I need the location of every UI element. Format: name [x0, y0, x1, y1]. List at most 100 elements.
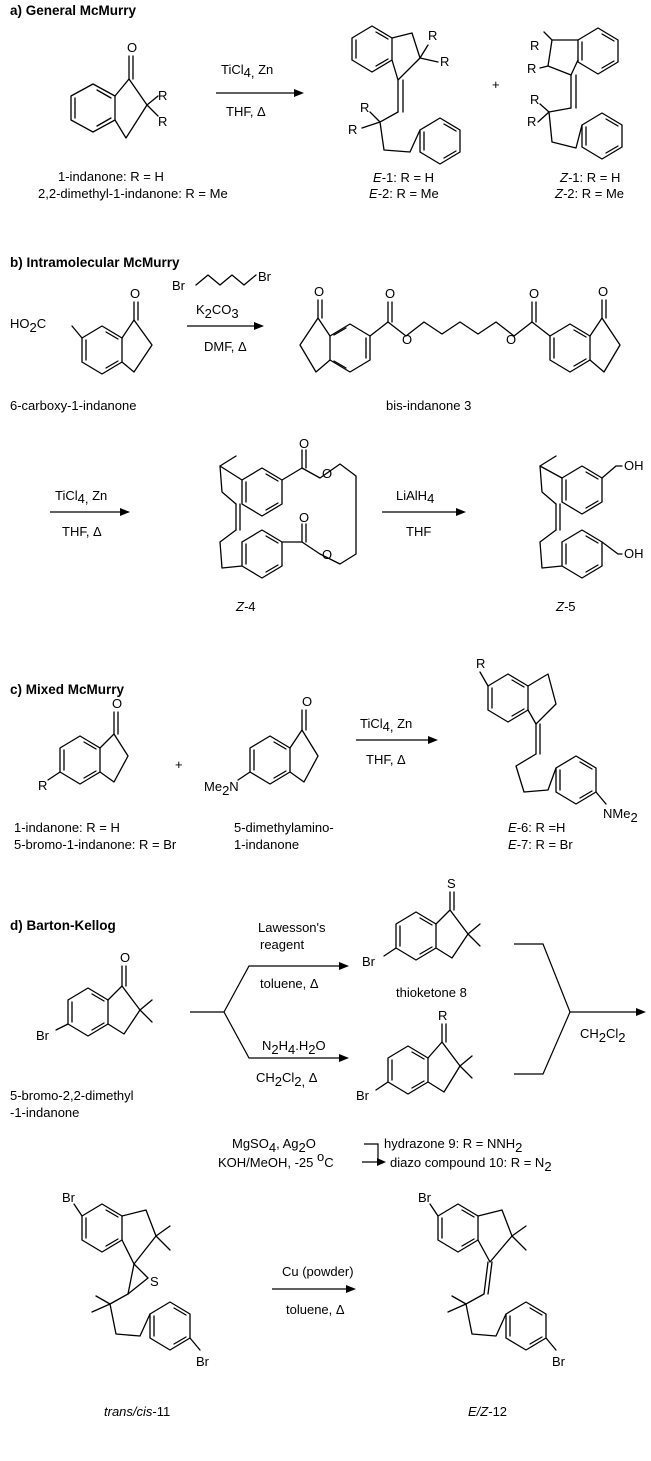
section-a-z-r-2: R: [527, 61, 536, 76]
section-c: c) Mixed McMurry O R + O Me2N: [10, 656, 638, 852]
section-a-e-r-1: R: [428, 28, 437, 43]
section-b-oxo-3: O: [385, 286, 395, 301]
section-d-title: d) Barton-Kellog: [10, 918, 116, 933]
section-a-sm-label-1: 1-indanone: R = H: [58, 169, 164, 184]
section-d-ox-arrow-bend: [364, 1143, 379, 1162]
section-d-branch-upper: [223, 965, 343, 1013]
section-c-label-4: 1-indanone: [234, 837, 299, 852]
section-b-oxo-6: O: [529, 286, 539, 301]
section-b-sm-label: 6-carboxy-1-indanone: [10, 398, 136, 413]
section-b-reagent-1: K2CO3: [196, 302, 239, 321]
section-d-br-4: Br: [62, 1190, 76, 1205]
section-c-e7-label: E-7: R = Br: [508, 837, 573, 852]
section-d-br-2: Br: [362, 954, 376, 969]
section-d-merge-cond: CH2Cl2: [580, 1026, 626, 1045]
section-d-br-6: Br: [418, 1190, 432, 1205]
section-c-reagent: TiCl4, Zn: [360, 716, 412, 734]
section-d-lower-cond: CH2Cl2, Δ: [256, 1070, 318, 1089]
section-b-conditions-2: THF, Δ: [62, 524, 102, 539]
section-d-thiirane-structure: [73, 1203, 201, 1351]
section-c-dma-indanone-structure: [237, 709, 319, 785]
section-d-upper-reagent-2: reagent: [260, 937, 304, 952]
section-a-conditions: THF, Δ: [226, 104, 266, 119]
section-c-product-structure: [479, 671, 607, 805]
section-b-dibromopentane-structure: [195, 274, 257, 286]
section-b: b) Intramolecular McMurry HO2C O Br Br K…: [10, 255, 644, 614]
section-d-diazo-label: diazo compound 10: R = N2: [390, 1155, 552, 1174]
section-d-br-5: Br: [196, 1354, 210, 1369]
section-a-indanone-structure: [70, 55, 159, 139]
section-c-indanone-structure: [47, 711, 129, 785]
section-d-lower-reagent: N2H4.H2O: [262, 1038, 326, 1057]
section-d-s-2: S: [150, 1274, 159, 1289]
section-b-oh-1: OH: [624, 458, 644, 473]
section-b-ho2c: HO2C: [10, 316, 46, 335]
section-d-final-reagent: Cu (powder): [282, 1264, 354, 1279]
section-d: d) Barton-Kellog O Br 5-bromo-2,2-dimeth…: [10, 876, 646, 1419]
section-c-nme2: NMe2: [603, 806, 638, 825]
section-b-z4-label: Z-4: [235, 599, 256, 614]
section-a-z-r-1: R: [530, 38, 539, 53]
section-d-ez-label: E/Z-12: [468, 1404, 507, 1419]
section-a: a) General McMurry O R R TiCl4, Zn THF, …: [10, 3, 624, 201]
section-a-plus: +: [492, 77, 500, 92]
section-b-title: b) Intramolecular McMurry: [10, 255, 180, 270]
section-d-hydrazone-structure: [375, 1023, 473, 1095]
section-b-z4-oxo-3: O: [299, 510, 309, 525]
section-b-oxo-2: O: [314, 284, 324, 299]
section-b-reagent-2: TiCl4, Zn: [55, 488, 107, 506]
section-d-r-1: R: [438, 1008, 447, 1023]
section-b-br-1: Br: [172, 278, 186, 293]
section-a-sm-label-2: 2,2-dimethyl-1-indanone: R = Me: [38, 186, 228, 201]
section-b-product-label: bis-indanone 3: [386, 398, 471, 413]
section-b-carboxy-indanone-structure: [71, 301, 153, 375]
section-b-z4-oxo-4: O: [322, 547, 332, 562]
section-d-merge-bracket: [514, 943, 571, 1075]
section-b-z5-label: Z-5: [555, 599, 576, 614]
section-c-title: c) Mixed McMurry: [10, 682, 125, 697]
section-d-final-cond: toluene, Δ: [286, 1302, 345, 1317]
section-a-z1-label: Z-1: R = H: [559, 170, 620, 185]
section-c-plus: +: [175, 757, 183, 772]
section-d-br-3: Br: [356, 1088, 370, 1103]
section-c-label-1: 1-indanone: R = H: [14, 820, 120, 835]
section-a-reagent: TiCl4, Zn: [221, 62, 273, 80]
section-a-e-r-4: R: [348, 122, 357, 137]
section-d-thioketone-structure: [383, 891, 481, 961]
section-b-z5-structure: [539, 455, 623, 579]
section-c-product-r: R: [476, 656, 485, 671]
section-b-oh-2: OH: [624, 546, 644, 561]
section-c-e6-label: E-6: R =H: [508, 820, 565, 835]
section-a-oxo-label: O: [127, 40, 137, 55]
section-d-br-1: Br: [36, 1028, 50, 1043]
section-d-thioketone-label: thioketone 8: [396, 985, 467, 1000]
section-a-z2-label: Z-2: R = Me: [554, 186, 624, 201]
section-d-hydrazone-label: hydrazone 9: R = NNH2: [384, 1136, 522, 1155]
section-c-label-3: 5-dimethylamino-: [234, 820, 334, 835]
section-d-oxo-1: O: [120, 950, 130, 965]
section-b-oxo-1: O: [130, 286, 140, 301]
section-d-upper-reagent-1: Lawesson's: [258, 920, 326, 935]
section-a-e1-label: E-1: R = H: [373, 170, 434, 185]
section-b-br-2: Br: [258, 269, 272, 284]
section-d-branch-lower: [223, 1011, 343, 1059]
section-d-alkene-structure: [429, 1203, 557, 1351]
section-a-title: a) General McMurry: [10, 3, 137, 18]
section-c-oxo-1: O: [112, 696, 122, 711]
section-d-trans-cis-label: trans/cis-11: [104, 1404, 170, 1419]
section-b-conditions-1: DMF, Δ: [204, 339, 247, 354]
section-a-z-r-4: R: [527, 114, 536, 129]
section-b-conditions-3: THF: [406, 524, 431, 539]
section-a-z-product-structure: [537, 27, 623, 160]
section-b-z4-oxo-1: O: [299, 436, 309, 451]
section-b-z4-structure: [219, 449, 357, 579]
section-b-bis-indanone-structure: [299, 299, 621, 373]
section-c-conditions: THF, Δ: [366, 752, 406, 767]
section-c-r-1: R: [38, 778, 47, 793]
section-d-br-7: Br: [552, 1354, 566, 1369]
section-d-sm-label-1: 5-bromo-2,2-dimethyl: [10, 1088, 134, 1103]
section-a-r-label-1: R: [158, 88, 167, 103]
section-c-me2n: Me2N: [204, 779, 239, 798]
section-b-reagent-3: LiAlH4: [396, 488, 434, 506]
section-a-e-product-structure: [351, 25, 461, 165]
